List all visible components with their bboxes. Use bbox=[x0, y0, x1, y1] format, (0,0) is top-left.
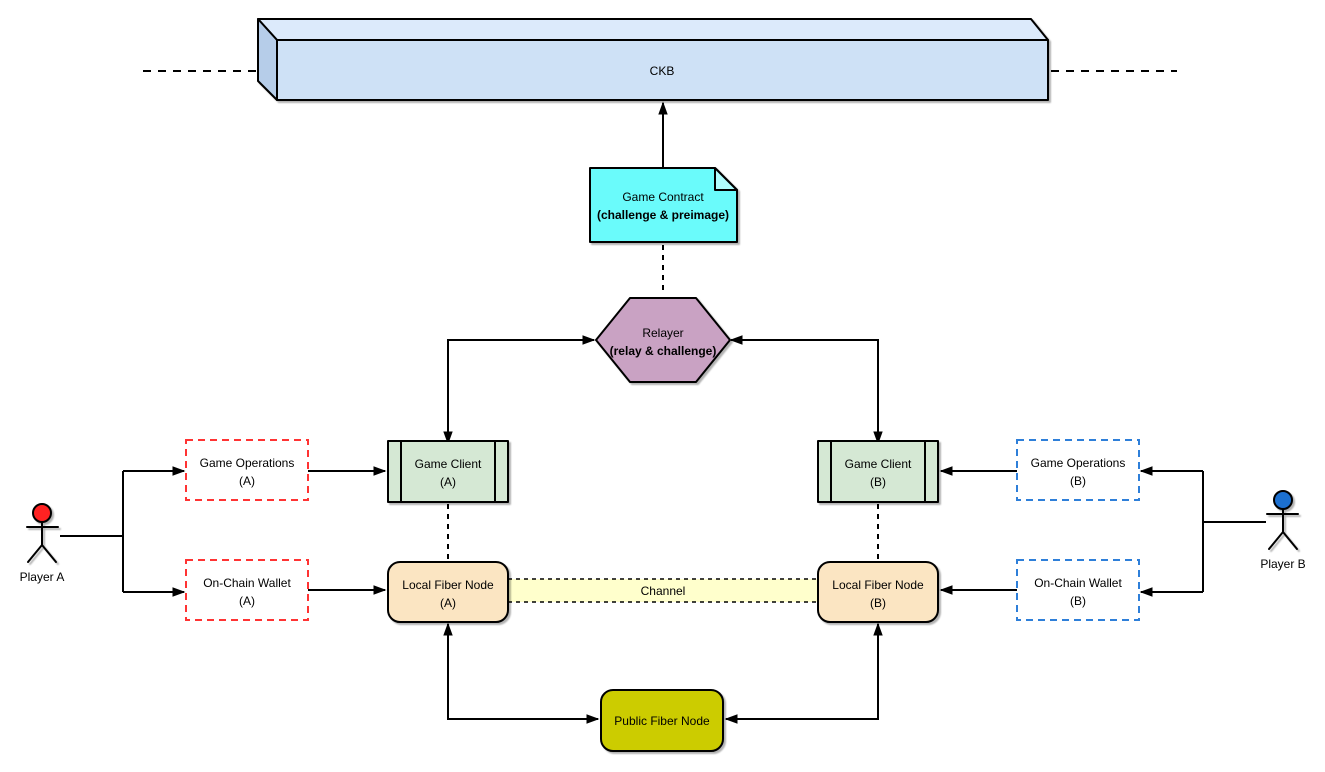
game-contract-title: Game Contract bbox=[622, 190, 704, 204]
game-operations-b-box bbox=[1016, 439, 1140, 501]
game-client-a-title: Game Client bbox=[415, 457, 482, 471]
player-a-head bbox=[32, 503, 52, 523]
ckb-front-face bbox=[276, 39, 1049, 101]
game-operations-a-node: Game Operations (A) bbox=[185, 439, 309, 501]
on-chain-wallet-a-subtitle: (A) bbox=[239, 594, 255, 608]
game-operations-b-title: Game Operations bbox=[1031, 456, 1126, 470]
game-operations-b-node: Game Operations (B) bbox=[1016, 439, 1140, 501]
local-fiber-node-b-box bbox=[817, 561, 939, 623]
game-client-b-title: Game Client bbox=[845, 457, 912, 471]
edge-lfnb-public bbox=[724, 622, 883, 724]
player-b-label: Player B bbox=[1260, 557, 1305, 571]
game-client-b-box bbox=[817, 440, 939, 503]
local-fiber-node-a-subtitle: (A) bbox=[440, 596, 456, 610]
game-contract-node: Game Contract (challenge & preimage) bbox=[589, 167, 738, 243]
public-fiber-node: Public Fiber Node bbox=[600, 689, 724, 752]
game-contract-subtitle: (challenge & preimage) bbox=[597, 208, 729, 222]
game-contract-body bbox=[589, 167, 738, 243]
game-contract-fold-corner bbox=[714, 167, 738, 191]
game-client-a-subtitle: (A) bbox=[440, 475, 456, 489]
player-a-figure bbox=[26, 503, 59, 563]
player-a-legs bbox=[27, 544, 57, 563]
game-operations-a-subtitle: (A) bbox=[239, 474, 255, 488]
player-a-label: Player A bbox=[20, 570, 65, 584]
local-fiber-node-b-title: Local Fiber Node bbox=[832, 578, 924, 592]
on-chain-wallet-a-title: On-Chain Wallet bbox=[203, 576, 291, 590]
player-b-figure bbox=[1266, 490, 1299, 550]
ckb-top-face bbox=[257, 18, 1049, 41]
game-client-b-node: Game Client (B) bbox=[817, 440, 939, 503]
local-fiber-node-a: Local Fiber Node (A) bbox=[387, 561, 509, 623]
game-operations-b-subtitle: (B) bbox=[1070, 474, 1086, 488]
on-chain-wallet-b-box bbox=[1016, 559, 1140, 621]
game-client-a-box bbox=[387, 440, 509, 503]
on-chain-wallet-a-node: On-Chain Wallet (A) bbox=[185, 559, 309, 621]
edge-lfna-public bbox=[443, 622, 600, 724]
game-operations-a-box bbox=[185, 439, 309, 501]
relayer-subtitle: (relay & challenge) bbox=[610, 344, 717, 358]
on-chain-wallet-b-title: On-Chain Wallet bbox=[1034, 576, 1122, 590]
game-operations-a-title: Game Operations bbox=[200, 456, 295, 470]
on-chain-wallet-b-subtitle: (B) bbox=[1070, 594, 1086, 608]
public-fiber-node-label: Public Fiber Node bbox=[614, 714, 710, 728]
local-fiber-node-a-title: Local Fiber Node bbox=[402, 578, 494, 592]
local-fiber-node-b: Local Fiber Node (B) bbox=[817, 561, 939, 623]
on-chain-wallet-a-box bbox=[185, 559, 309, 621]
relayer-hexagon bbox=[595, 297, 731, 383]
player-b-head bbox=[1273, 490, 1293, 510]
player-b-legs bbox=[1268, 531, 1298, 550]
game-client-a-node: Game Client (A) bbox=[387, 440, 509, 503]
on-chain-wallet-b-node: On-Chain Wallet (B) bbox=[1016, 559, 1140, 621]
relayer-title: Relayer bbox=[642, 326, 683, 340]
public-fiber-node-box bbox=[600, 689, 724, 752]
channel-fill bbox=[508, 579, 818, 602]
relayer-node: Relayer (relay & challenge) bbox=[595, 297, 731, 383]
local-fiber-node-a-box bbox=[387, 561, 509, 623]
game-client-b-subtitle: (B) bbox=[870, 475, 886, 489]
channel-band: Channel bbox=[508, 578, 818, 603]
edge-clientb-relayer bbox=[729, 335, 883, 445]
local-fiber-node-b-subtitle: (B) bbox=[870, 596, 886, 610]
ckb-node: CKB bbox=[257, 18, 1049, 101]
ckb-label: CKB bbox=[650, 64, 675, 78]
channel-label: Channel bbox=[641, 584, 686, 598]
edge-clienta-relayer bbox=[443, 335, 596, 445]
